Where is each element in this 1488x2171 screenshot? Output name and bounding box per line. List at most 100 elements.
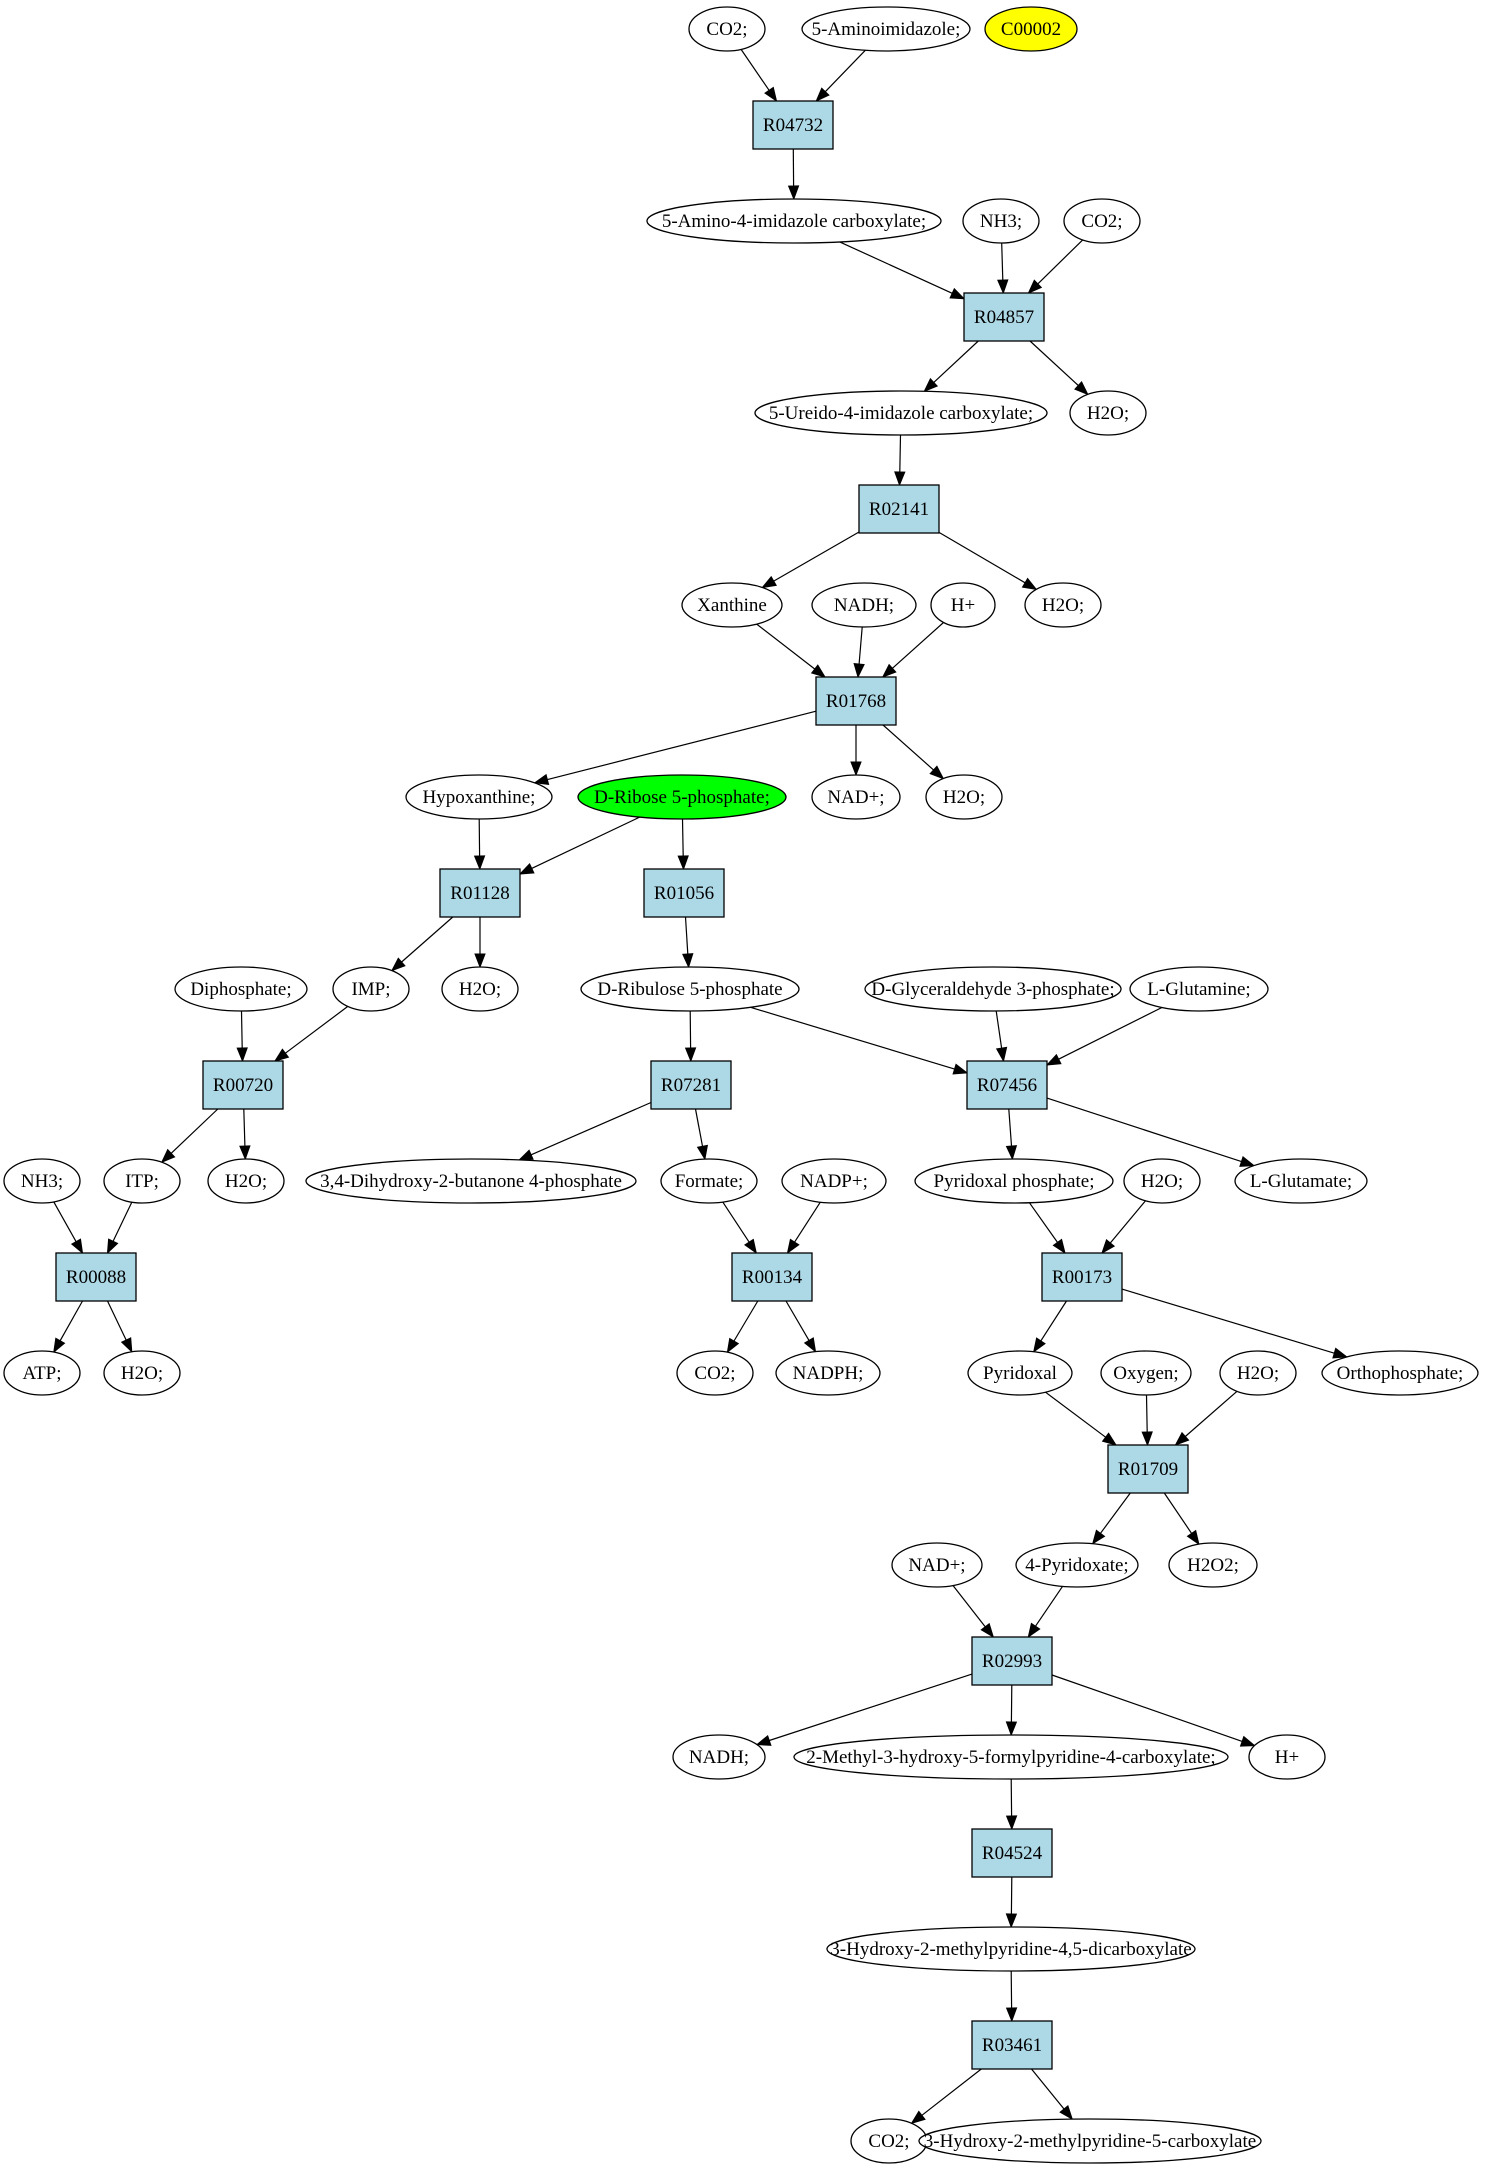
arrowhead [1074,381,1089,396]
reaction-node-r13[interactable]: R01709 [1107,1444,1189,1494]
edge-c28-to-r11 [794,1201,821,1243]
reaction-node-r4[interactable]: R01768 [815,676,897,726]
edge-c9-to-r4 [756,623,816,670]
compound-label: H2O; [1141,1171,1183,1192]
reaction-node-r1[interactable]: R04732 [752,100,834,150]
compound-node-c37[interactable]: Oxygen; [1100,1350,1192,1396]
compound-node-c44[interactable]: 2-Methyl-3-hydroxy-5-formylpyridine-4-ca… [793,1734,1229,1780]
compound-node-c35[interactable]: NADPH; [775,1350,881,1396]
compound-node-c18[interactable]: IMP; [332,966,410,1012]
compound-node-c12[interactable]: H2O; [1024,582,1102,628]
compound-node-c6[interactable]: CO2; [1063,198,1141,244]
compound-node-c39[interactable]: Orthophosphate; [1321,1350,1479,1396]
compound-ellipse [754,390,1048,436]
reaction-label: R00173 [1052,1267,1112,1288]
compound-node-c40[interactable]: NAD+; [891,1542,983,1588]
compound-node-c47[interactable]: CO2; [850,2118,928,2164]
edge-c10-to-r4 [858,626,863,665]
reaction-node-r12[interactable]: R00173 [1041,1252,1123,1302]
compound-node-c9[interactable]: Xanthine [681,582,783,628]
compound-node-c16[interactable]: H2O; [925,774,1003,820]
compound-node-c30[interactable]: H2O; [1123,1158,1201,1204]
compound-node-c41[interactable]: 4-Pyridoxate; [1015,1542,1139,1588]
compound-label: H2O; [943,787,985,808]
compound-node-c46[interactable]: 3-Hydroxy-2-methylpyridine-4,5-dicarboxy… [826,1926,1196,1972]
compound-label: Xanthine [697,595,767,616]
arrowhead [684,1047,697,1063]
arrowhead [923,377,939,393]
compound-label: C00002 [1001,19,1061,40]
compound-node-c36[interactable]: Pyridoxal [967,1350,1073,1396]
compound-node-c8[interactable]: H2O; [1069,390,1147,436]
reaction-node-r16[interactable]: R03461 [971,2020,1053,2070]
compound-label: Formate; [675,1171,744,1192]
compound-ellipse [672,1734,766,1780]
compound-node-c5[interactable]: NH3; [962,198,1040,244]
reaction-node-r9[interactable]: R07456 [966,1060,1048,1110]
compound-node-c25[interactable]: H2O; [207,1158,285,1204]
compound-node-c11[interactable]: H+ [930,582,996,628]
compound-node-c33[interactable]: H2O; [103,1350,181,1396]
compound-label: H+ [951,595,975,616]
compound-node-c27[interactable]: Formate; [660,1158,758,1204]
compound-node-c17[interactable]: Diphosphate; [174,966,308,1012]
compound-label: Pyridoxal [983,1363,1057,1384]
compound-node-c13[interactable]: Hypoxanthine; [405,774,553,820]
compound-node-c32[interactable]: ATP; [3,1350,81,1396]
compound-node-c42[interactable]: H2O2; [1168,1542,1258,1588]
compound-ellipse [962,198,1040,244]
reaction-node-r8[interactable]: R07281 [650,1060,732,1110]
reaction-node-r3[interactable]: R02141 [858,484,940,534]
reaction-node-r14[interactable]: R02993 [971,1636,1053,1686]
compound-node-c29[interactable]: Pyridoxal phosphate; [914,1158,1114,1204]
compound-node-c24[interactable]: ITP; [103,1158,181,1204]
compound-ellipse [676,1350,754,1396]
compound-node-c2[interactable]: 5-Aminoimidazole; [801,6,971,52]
compound-ellipse [930,582,996,628]
compound-label: D-Ribulose 5-phosphate [597,979,782,1000]
compound-node-c4[interactable]: 5-Amino-4-imidazole carboxylate; [646,198,942,244]
compound-node-c48[interactable]: 3-Hydroxy-2-methylpyridine-5-carboxylate [918,2118,1262,2164]
compound-node-c15[interactable]: NAD+; [811,774,901,820]
reaction-node-r15[interactable]: R04524 [971,1828,1053,1878]
compound-node-c43[interactable]: NADH; [672,1734,766,1780]
reaction-node-r11[interactable]: R00134 [731,1252,813,1302]
edge-c14-to-r6 [681,818,684,857]
arrowhead [980,1622,995,1639]
compound-node-c21[interactable]: D-Glyceraldehyde 3-phosphate; [864,966,1122,1012]
compound-node-c7[interactable]: 5-Ureido-4-imidazole carboxylate; [754,390,1048,436]
compound-label: Hypoxanthine; [423,787,536,808]
edge-r11-to-c34 [733,1300,759,1342]
compound-node-c22[interactable]: L-Glutamine; [1129,966,1269,1012]
compound-node-c31[interactable]: L-Glutamate; [1234,1158,1368,1204]
reaction-node-r7[interactable]: R00720 [202,1060,284,1110]
edge-r3-to-c9 [773,531,860,582]
compound-node-c26[interactable]: 3,4-Dihydroxy-2-butanone 4-phosphate [305,1158,637,1204]
compound-node-c14[interactable]: D-Ribose 5-phosphate; [577,774,787,820]
reaction-node-r6[interactable]: R01056 [643,868,725,918]
compound-node-c38[interactable]: H2O; [1219,1350,1297,1396]
compound-node-c3[interactable]: C00002 [984,6,1078,52]
edge-r8-to-c27 [694,1108,704,1147]
compound-node-c45[interactable]: H+ [1248,1734,1326,1780]
edge-r7-to-c25 [243,1108,246,1147]
edge-c4-to-r2 [839,241,953,294]
compound-node-c23[interactable]: NH3; [3,1158,81,1204]
arrowhead [533,773,550,785]
arrowhead [1239,1735,1256,1747]
arrowhead [1101,1432,1118,1446]
arrowhead [997,279,1009,295]
compound-node-c10[interactable]: NADH; [811,582,917,628]
compound-node-c1[interactable]: CO2; [688,6,766,52]
compound-node-c34[interactable]: CO2; [676,1350,754,1396]
compound-node-c20[interactable]: D-Ribulose 5-phosphate [580,966,800,1012]
arrowhead [815,87,830,103]
reaction-node-r5[interactable]: R01128 [439,868,521,918]
reaction-node-r10[interactable]: R00088 [55,1252,137,1302]
compound-node-c28[interactable]: NADP+; [781,1158,887,1204]
arrowhead [1005,2007,1018,2023]
compound-node-c19[interactable]: H2O; [441,966,519,1012]
reaction-node-r2[interactable]: R04857 [963,292,1045,342]
arrowhead [1027,279,1043,294]
arrowhead [682,953,694,969]
